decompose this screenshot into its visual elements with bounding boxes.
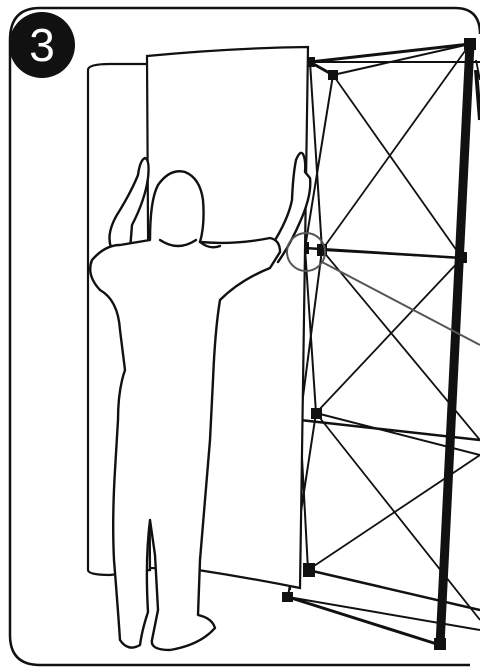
step-number-badge: 3 (9, 12, 75, 78)
step-number: 3 (29, 22, 55, 68)
popup-frame-icon (282, 38, 480, 650)
